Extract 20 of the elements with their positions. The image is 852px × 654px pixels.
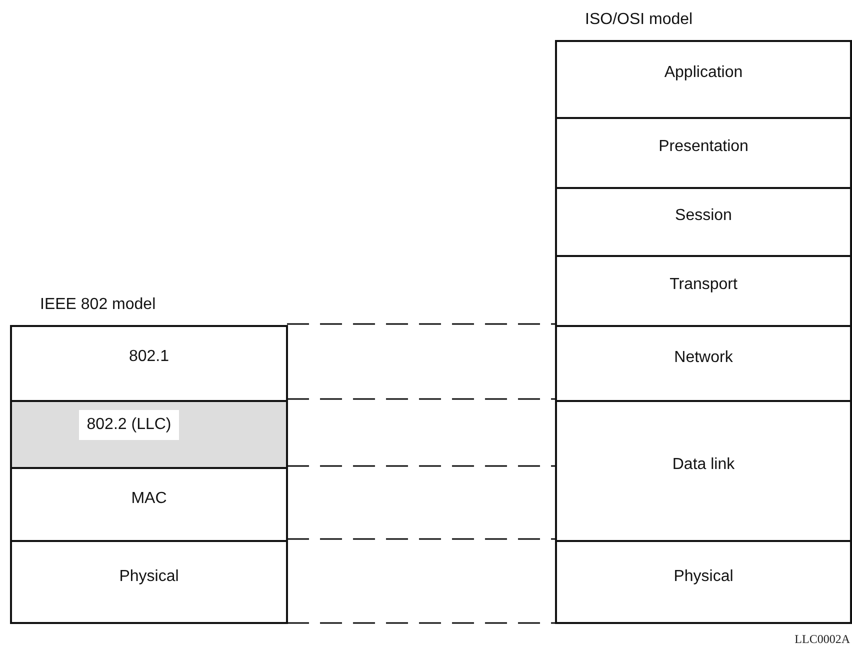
dashed-connector [287,323,556,325]
layer-label: MAC [131,490,167,508]
layer-label: Transport [670,276,738,294]
layer-label: 802.1 [128,348,170,366]
model-heading: ISO/OSI model [585,10,694,30]
layer-label: Data link [672,456,735,474]
dashed-connector [287,538,556,540]
layer-label: 802.2 (LLC) [78,410,180,440]
layer-label: Network [674,348,733,366]
model-heading: IEEE 802 model [40,295,157,315]
layer-label: Physical [119,568,179,586]
layer-label: Application [664,64,743,82]
dashed-connector [287,398,556,400]
dashed-connector [287,622,556,624]
figure-code: LLC0002A [794,632,850,647]
layer-label: Session [675,207,732,225]
layer-label: Physical [674,568,734,586]
dashed-connector [287,465,556,467]
layer-box [12,400,286,467]
layer-label: Presentation [658,138,748,156]
